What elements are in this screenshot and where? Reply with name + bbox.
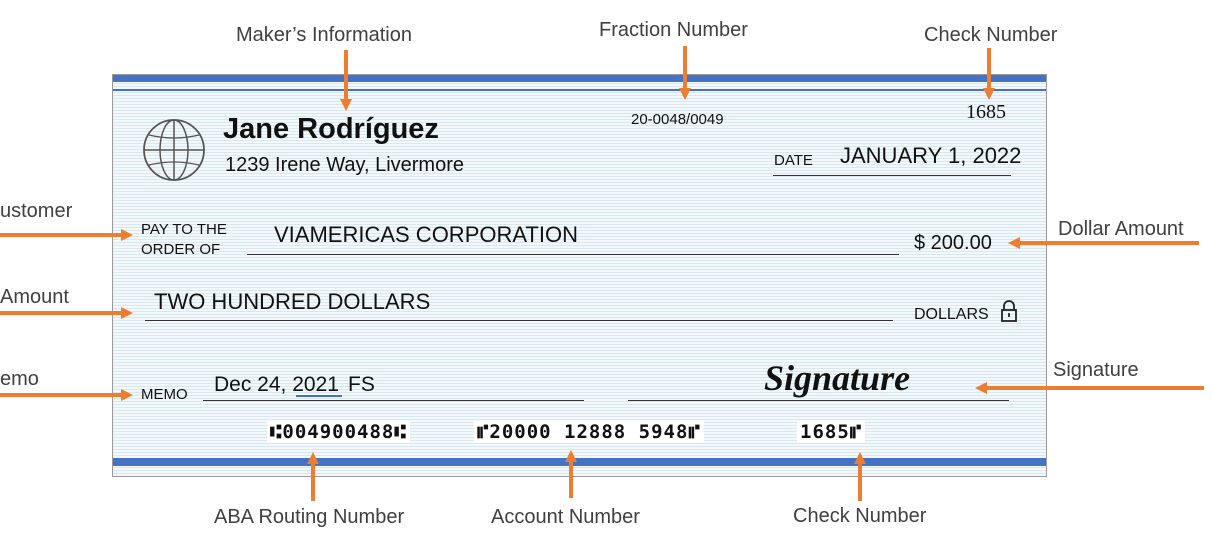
customer-callout: ustomer: [0, 200, 73, 222]
lock-icon: [1001, 300, 1017, 322]
fraction-number: 20-0048/0049: [631, 111, 724, 128]
check-number-bottom-arrow: [858, 463, 862, 501]
check-number-bottom-arrowhead: [854, 452, 866, 464]
date-line: [773, 175, 1011, 176]
aba-routing-number-callout: ABA Routing Number: [214, 506, 405, 528]
payee-name: VIAMERICAS CORPORATION: [274, 222, 578, 247]
globe-icon: [143, 119, 205, 181]
top-band-thin: [113, 89, 1046, 91]
memo-date: Dec 24, 2021: [214, 373, 339, 396]
memo-callout: emo: [0, 368, 39, 390]
dollars-label: DOLLARS: [914, 306, 989, 323]
fraction-arrow: [683, 46, 687, 89]
account-arrowhead: [565, 450, 577, 462]
bottom-band: [113, 458, 1046, 466]
micr-account: ⑈20000 12888 5948⑈: [474, 421, 704, 443]
signature-arrow: [986, 386, 1204, 390]
check-number-top-arrowhead: [983, 88, 995, 100]
check: Jane Rodríguez 1239 Irene Way, Livermore…: [112, 74, 1047, 477]
makers-information-callout: Maker’s Information: [236, 24, 412, 46]
micr-check: 1685⑈: [797, 421, 866, 443]
fraction-number-callout: Fraction Number: [599, 19, 748, 41]
account-number-callout: Account Number: [491, 506, 640, 528]
payee-line: [247, 254, 899, 255]
memo-line: [203, 400, 584, 401]
aba-routing-arrowhead: [307, 452, 319, 464]
customer-arrow: [0, 233, 122, 237]
dollar-amount-arrowhead: [1008, 237, 1020, 249]
written-amount-callout: Amount: [0, 286, 69, 308]
check-number: 1685: [966, 101, 1006, 123]
dollar-amount-callout: Dollar Amount: [1058, 218, 1184, 240]
top-band: [113, 75, 1046, 82]
account-arrow: [569, 461, 573, 498]
pay-to-label-line2: ORDER OF: [141, 241, 221, 258]
fraction-arrowhead: [679, 88, 691, 100]
customer-arrowhead: [121, 229, 133, 241]
amount-words: TWO HUNDRED DOLLARS: [154, 289, 431, 314]
check-number-top-callout: Check Number: [924, 24, 1058, 46]
memo-arrow: [0, 393, 122, 397]
written-amount-arrowhead: [121, 307, 133, 319]
spellcheck-underline: [296, 395, 342, 397]
makers-info-arrowhead: [340, 99, 352, 111]
signature-line: [628, 400, 1009, 401]
dollar-amount-arrow: [1019, 241, 1199, 245]
memo-initials: FS: [348, 373, 375, 396]
signature: Signature: [764, 358, 911, 398]
signature-arrowhead: [975, 382, 987, 394]
maker-address: 1239 Irene Way, Livermore: [225, 154, 464, 176]
memo-arrowhead: [121, 389, 133, 401]
maker-name: Jane Rodríguez: [223, 113, 439, 145]
amount-words-line: [145, 320, 893, 321]
amount-numeric: $ 200.00: [914, 232, 992, 254]
micr-routing: ⑆004900488⑆: [267, 421, 410, 443]
memo-label: MEMO: [141, 386, 188, 403]
date-label: DATE: [774, 152, 813, 169]
check-number-bottom-callout: Check Number: [793, 505, 927, 527]
check-number-top-arrow: [987, 48, 991, 89]
makers-info-arrow: [344, 50, 348, 100]
written-amount-arrow: [0, 311, 122, 315]
signature-callout: Signature: [1053, 359, 1139, 381]
pay-to-label-line1: PAY TO THE: [141, 221, 227, 238]
aba-routing-arrow: [311, 463, 315, 501]
date-value: JANUARY 1, 2022: [840, 143, 1022, 168]
